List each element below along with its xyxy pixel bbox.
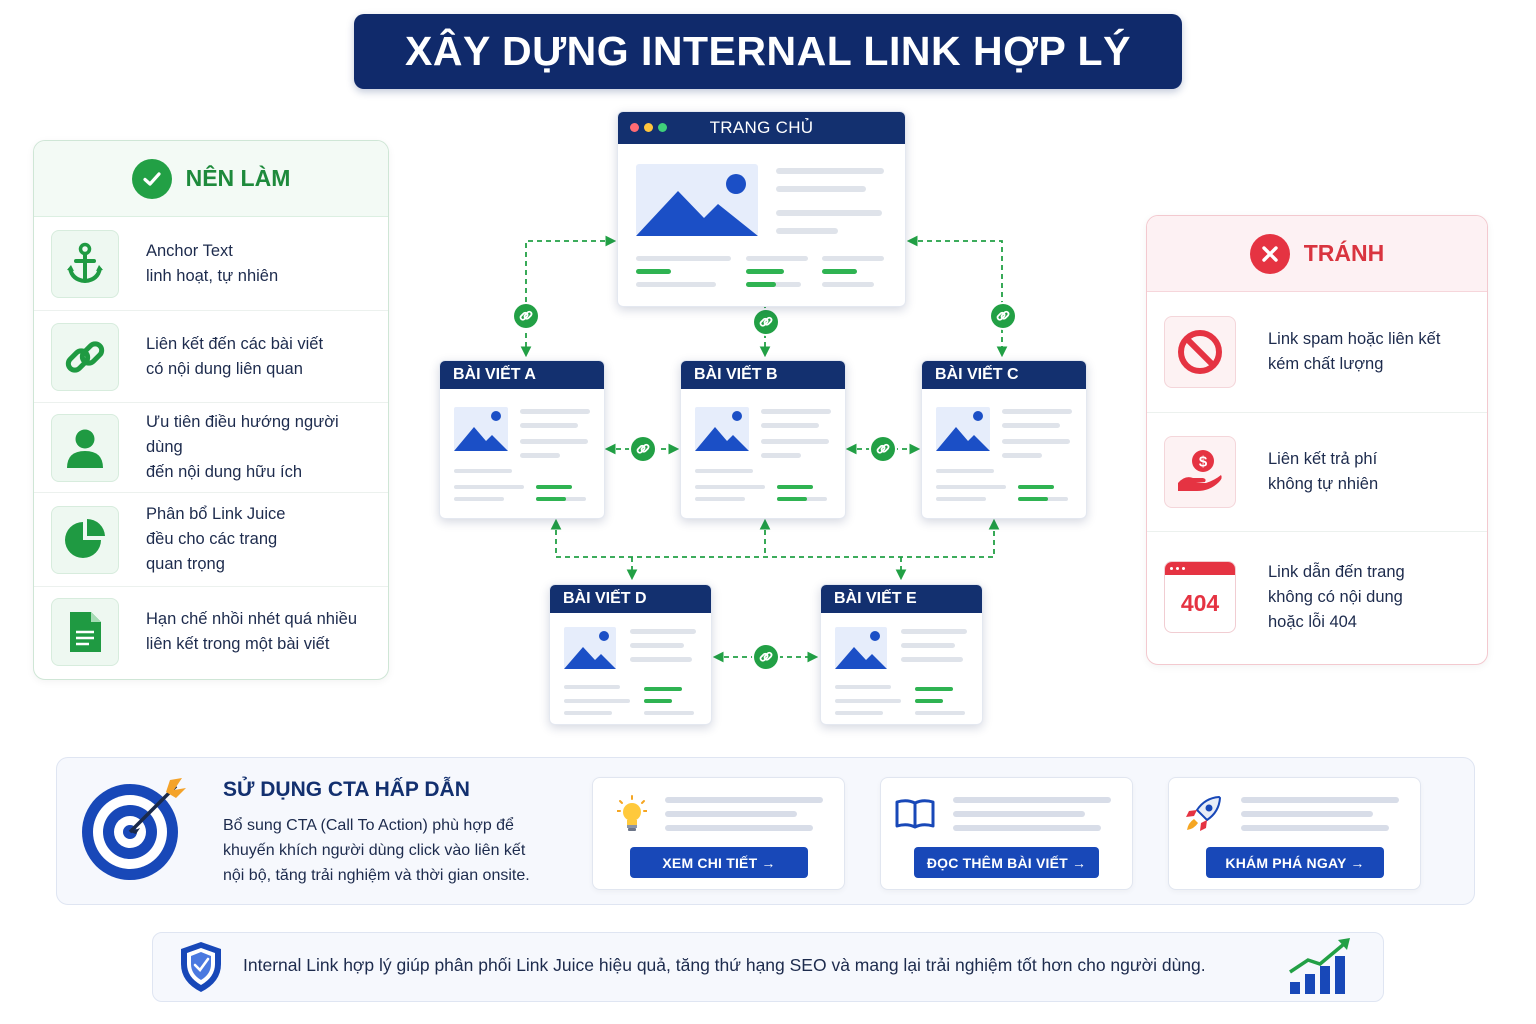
footer-banner	[152, 932, 1384, 1002]
cta-title: SỬ DỤNG CTA HẤP DẪN	[223, 778, 470, 801]
growth-chart-icon	[1288, 936, 1358, 1001]
do-panel-header: NÊN LÀM	[34, 141, 388, 217]
link-badge-icon	[871, 437, 895, 461]
read-more-button[interactable]: ĐỌC THÊM BÀI VIẾT →	[914, 847, 1099, 878]
link-badge-icon	[754, 310, 778, 334]
rocket-icon	[1183, 794, 1223, 839]
article-card-title: BÀI VIẾT C	[922, 361, 1086, 389]
page-title: XÂY DỰNG INTERNAL LINK HỢP LÝ	[354, 14, 1182, 89]
shield-icon	[178, 940, 224, 999]
link-badge-icon	[514, 304, 538, 328]
home-page-content	[636, 164, 884, 287]
error-404-icon: 404	[1164, 561, 1236, 633]
paid-hand-icon: $	[1164, 436, 1236, 508]
x-circle-icon	[1249, 233, 1290, 274]
article-card-title: BÀI VIẾT E	[821, 585, 982, 613]
open-book-icon	[895, 798, 935, 835]
home-page-header: TRANG CHỦ	[618, 112, 905, 144]
article-card-d: BÀI VIẾT D	[549, 584, 712, 725]
view-details-button[interactable]: XEM CHI TIẾT →	[630, 847, 808, 878]
article-card-title: BÀI VIẾT B	[681, 361, 845, 389]
link-badge-icon	[631, 437, 655, 461]
svg-text:$: $	[1199, 454, 1208, 471]
target-icon	[78, 776, 190, 889]
cta-card: KHÁM PHÁ NGAY →	[1168, 777, 1421, 890]
article-content	[454, 407, 590, 501]
prohibited-icon	[1164, 316, 1236, 388]
cta-card: XEM CHI TIẾT →	[592, 777, 845, 890]
home-page-card: TRANG CHỦ	[617, 111, 906, 307]
link-badge-icon	[754, 645, 778, 669]
lightbulb-icon	[616, 795, 648, 838]
pie-chart-icon	[51, 505, 119, 574]
article-content	[564, 627, 696, 715]
window-dots-icon	[630, 123, 667, 132]
article-content	[936, 407, 1072, 501]
article-card-b: BÀI VIẾT B	[680, 360, 846, 519]
check-circle-icon	[131, 158, 172, 199]
link-badge-icon	[991, 304, 1015, 328]
article-card-a: BÀI VIẾT A	[439, 360, 605, 519]
article-content	[695, 407, 831, 501]
anchor-icon	[51, 229, 119, 298]
footer-text: Internal Link hợp lý giúp phân phối Link…	[243, 955, 1206, 975]
user-icon	[51, 413, 119, 482]
article-card-title: BÀI VIẾT D	[550, 585, 711, 613]
explore-now-button[interactable]: KHÁM PHÁ NGAY →	[1206, 847, 1384, 878]
do-panel-heading: NÊN LÀM	[185, 165, 291, 191]
cta-card: ĐỌC THÊM BÀI VIẾT →	[880, 777, 1133, 890]
article-card-e: BÀI VIẾT E	[820, 584, 983, 725]
chain-link-icon	[51, 322, 119, 391]
avoid-panel-header: TRÁNH	[1147, 216, 1487, 292]
article-card-title: BÀI VIẾT A	[440, 361, 604, 389]
document-icon	[51, 598, 119, 666]
article-card-c: BÀI VIẾT C	[921, 360, 1087, 519]
avoid-panel-heading: TRÁNH	[1303, 240, 1385, 266]
article-content	[835, 627, 967, 715]
